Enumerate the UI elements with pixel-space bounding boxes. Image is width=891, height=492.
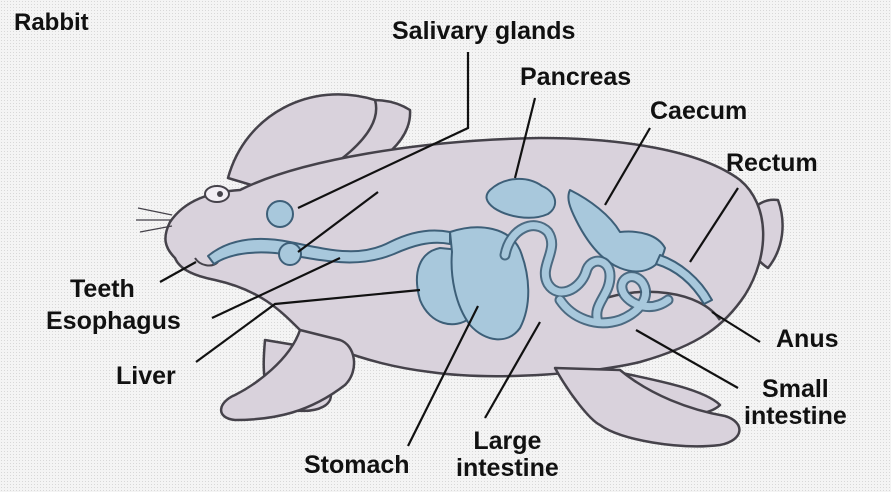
label-teeth: Teeth [70,276,135,303]
salivary-gland-lower [279,243,301,265]
label-small-intestine-line-2: intestine [744,403,847,430]
label-caecum: Caecum [650,98,747,125]
label-large-intestine-line-1: Large [456,428,559,455]
label-pancreas: Pancreas [520,64,631,91]
label-salivary-glands: Salivary glands [392,18,575,45]
leader-anus [712,312,760,342]
label-small-intestine: Small intestine [744,376,847,430]
label-stomach: Stomach [304,452,410,479]
label-liver: Liver [116,363,176,390]
salivary-gland-upper [267,201,293,227]
label-small-intestine-line-1: Small [744,376,847,403]
label-large-intestine: Large intestine [456,428,559,482]
label-esophagus: Esophagus [46,308,181,335]
label-large-intestine-line-2: intestine [456,455,559,482]
label-rectum: Rectum [726,150,818,177]
label-anus: Anus [776,326,839,353]
diagram-title: Rabbit [14,9,89,36]
